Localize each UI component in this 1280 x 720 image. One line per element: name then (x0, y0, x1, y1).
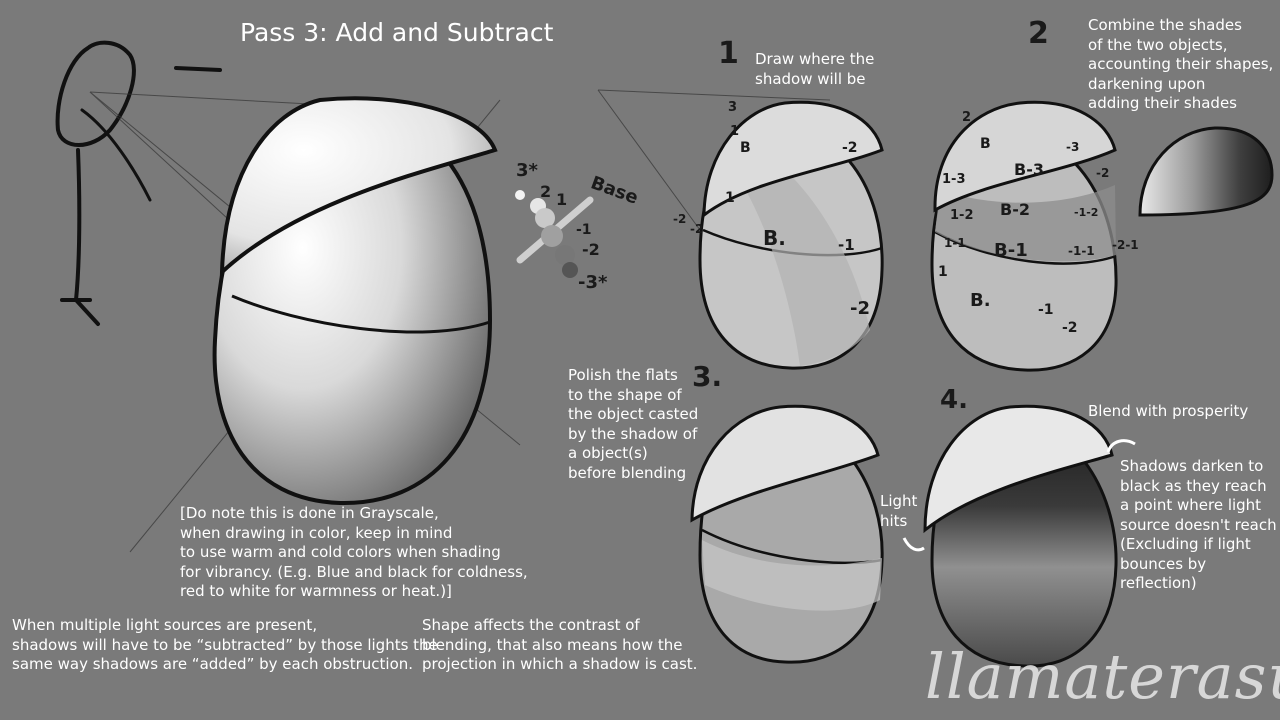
step1-label: -2 (673, 212, 687, 226)
step2-label: 1-3 (942, 172, 966, 187)
step2-label: B-2 (1000, 200, 1030, 219)
artist-signature: llamaterasu (925, 640, 1280, 713)
step2-label: -2 (1096, 166, 1110, 180)
step2-label: -2 (1062, 320, 1078, 336)
scale-label: -1 (576, 222, 592, 238)
step2-label: 1-1 (944, 236, 966, 250)
step1-label: -2 (842, 140, 858, 156)
step1-label: B. (763, 226, 786, 250)
page-title: Pass 3: Add and Subtract (240, 18, 554, 47)
step2-label: -1-2 (1074, 206, 1099, 219)
scale-label: 2 (540, 182, 552, 201)
step2-label: -2-1 (1112, 238, 1139, 252)
scale-label-top: 3* (516, 160, 538, 181)
step4-egg-drawing (902, 404, 1136, 668)
step1-egg-drawing (698, 100, 884, 370)
step2-text: Combine the shades of the two objects, a… (1088, 16, 1274, 112)
step1-label: 1 (730, 124, 740, 139)
multiple-lights-note: When multiple light sources are present,… (12, 616, 438, 673)
step2-label: 2 (962, 110, 972, 125)
light-hits-label: Light hits (880, 492, 918, 530)
step1-label: 3 (728, 100, 738, 115)
main-egg-drawing (212, 96, 498, 506)
step2-egg-drawing (930, 100, 1118, 372)
shadow-darken-note: Shadows darken to black as they reach a … (1120, 457, 1277, 592)
step4-number: 4. (940, 385, 968, 415)
step2-label: -3 (1066, 140, 1080, 154)
step1-label: 1 (725, 190, 735, 206)
step2-number: 2 (1028, 16, 1049, 51)
shade-scale-diagram (515, 190, 594, 278)
step2-label: -1 (1038, 302, 1054, 318)
scale-label: -3* (578, 272, 608, 293)
stick-figure (55, 40, 222, 326)
step1-label: -2 (690, 222, 704, 236)
step2-label: -1-1 (1068, 244, 1095, 258)
cap-detail-drawing (1138, 126, 1274, 217)
scale-label: 1 (556, 190, 568, 209)
step1-text: Draw where the shadow will be (755, 50, 875, 88)
step3-text: Polish the flats to the shape of the obj… (568, 366, 699, 482)
step1-label: -2 (850, 298, 870, 319)
step4-text: Blend with prosperity (1088, 402, 1249, 420)
step1-label: B (740, 140, 751, 156)
step2-label: 1 (938, 264, 948, 280)
scale-label: -2 (582, 240, 600, 259)
step2-label: B-3 (1014, 160, 1044, 179)
step2-label: 1-2 (950, 208, 974, 223)
step2-label: B-1 (994, 240, 1028, 261)
shape-contrast-note: Shape affects the contrast of blending, … (422, 616, 698, 673)
step3-egg-drawing (690, 404, 884, 664)
step1-label: -1 (838, 236, 855, 254)
step1-number: 1 (718, 36, 739, 71)
step3-number: 3. (692, 360, 723, 393)
grayscale-note: [Do note this is done in Grayscale, when… (180, 504, 528, 600)
step2-label: B (980, 136, 991, 152)
step2-label: B. (970, 290, 991, 311)
